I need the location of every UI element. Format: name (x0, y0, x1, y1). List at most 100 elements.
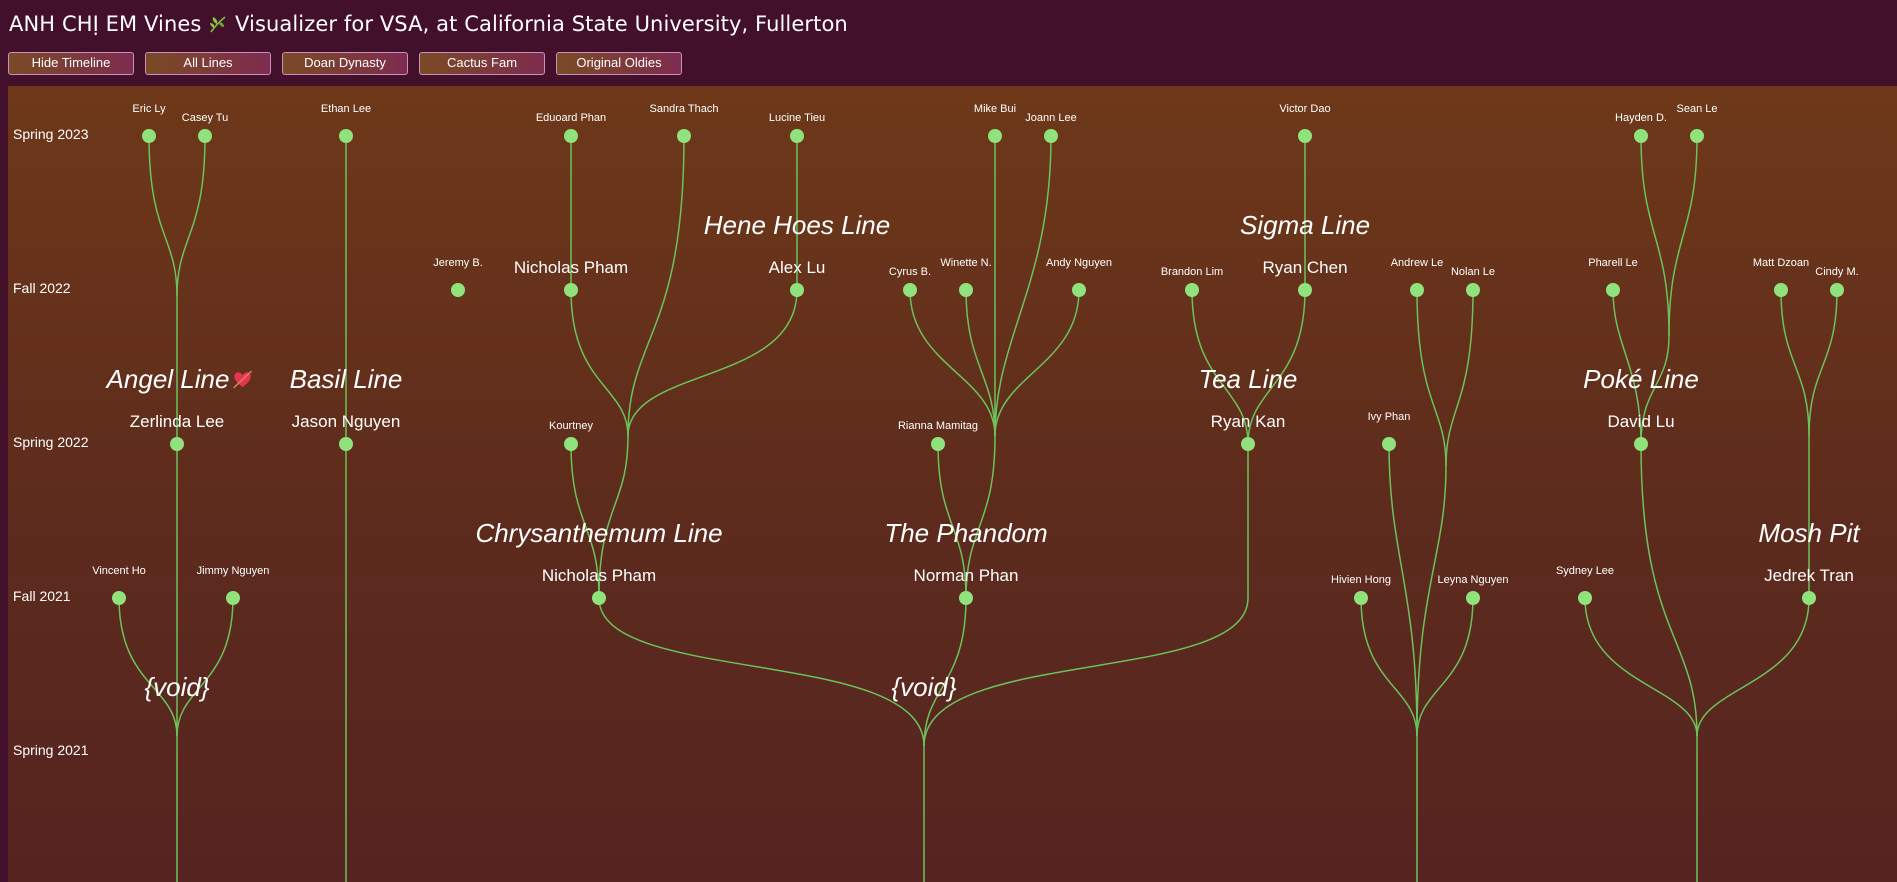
link (598, 435, 629, 599)
line-label-angel: Angel Line (107, 364, 254, 395)
node (931, 437, 945, 451)
link (1360, 597, 1418, 737)
node (790, 283, 804, 297)
app-title-text: ANH CHỊ EM Vines (9, 12, 202, 36)
line-label-basil: Basil Line (289, 364, 403, 394)
link (965, 435, 996, 599)
node (1606, 283, 1620, 297)
member-name[interactable]: Vincent Ho (92, 565, 146, 577)
link (1388, 443, 1418, 737)
member-name[interactable]: Pharell Le (1588, 257, 1638, 269)
node (592, 591, 606, 605)
timeline-label: Spring 2021 (13, 742, 89, 758)
member-name[interactable]: Joann Lee (1025, 112, 1077, 124)
member-name[interactable]: Victor Dao (1279, 103, 1331, 115)
link (570, 289, 629, 437)
member-name[interactable]: Jimmy Nguyen (196, 565, 270, 577)
member-name[interactable]: Eric Ly (132, 103, 166, 115)
member-name[interactable]: Ryan Chen (1262, 258, 1348, 277)
node (790, 129, 804, 143)
tree-links (112, 129, 1844, 882)
member-name[interactable]: Jedrek Tran (1764, 566, 1854, 585)
member-name[interactable]: Rianna Mamitag (897, 420, 979, 432)
member-name[interactable]: Mike Bui (973, 103, 1017, 115)
member-name[interactable]: David Lu (1607, 412, 1675, 431)
member-name[interactable]: Zerlinda Lee (129, 412, 225, 431)
node (1634, 129, 1648, 143)
member-name[interactable]: Leyna Nguyen (1437, 574, 1509, 586)
node (1774, 283, 1788, 297)
member-name[interactable]: Sydney Lee (1555, 565, 1615, 577)
node (1354, 591, 1368, 605)
line-label-chrysanthemum: Chrysanthemum Line (475, 518, 723, 548)
link (1416, 289, 1447, 467)
member-name[interactable]: Hivien Hong (1331, 574, 1391, 586)
member-name[interactable]: Hayden D. (1615, 112, 1667, 124)
member-name[interactable]: Lucine Tieu (768, 112, 826, 124)
node (959, 591, 973, 605)
member-name[interactable]: Kourtney (548, 420, 594, 432)
link (965, 289, 996, 437)
line-label-text: Angel Line (106, 364, 230, 394)
member-name[interactable]: Sandra Thach (649, 103, 719, 115)
member-name[interactable]: Matt Dzoan (1752, 257, 1810, 269)
doan-dynasty-button[interactable]: Doan Dynasty (282, 52, 408, 75)
member-name[interactable]: Andrew Le (1390, 257, 1444, 269)
member-name[interactable]: Cindy M. (1815, 266, 1859, 278)
node (1298, 283, 1312, 297)
link (1416, 597, 1474, 737)
link (1668, 135, 1698, 337)
node (112, 591, 126, 605)
app-title: ANH CHỊ EM Vines Visualizer for VSA, at … (9, 12, 848, 36)
member-name[interactable]: Ivy Phan (1367, 411, 1411, 423)
member-name[interactable]: Eduoard Phan (535, 112, 607, 124)
member-name[interactable]: Norman Phan (913, 566, 1019, 585)
member-name[interactable]: Ethan Lee (320, 103, 372, 115)
node (1298, 129, 1312, 143)
node (1072, 283, 1086, 297)
member-name[interactable]: Cyrus B. (888, 266, 932, 278)
member-name[interactable]: Jeremy B. (433, 257, 483, 269)
timeline-label: Fall 2021 (13, 588, 71, 604)
member-name[interactable]: Casey Tu (181, 112, 229, 124)
cactus-fam-button[interactable]: Cactus Fam (419, 52, 545, 75)
node (1634, 437, 1648, 451)
member-name[interactable]: Sean Le (1676, 103, 1718, 115)
member-name[interactable]: Andy Nguyen (1045, 257, 1113, 269)
hide-timeline-button[interactable]: Hide Timeline (8, 52, 134, 75)
member-name[interactable]: Winette N. (940, 257, 992, 269)
link (1640, 335, 1670, 445)
member-name[interactable]: Alex Lu (768, 258, 826, 277)
member-name[interactable]: Nicholas Pham (513, 258, 629, 277)
member-name[interactable]: Brandon Lim (1160, 266, 1224, 278)
line-label-mosh-pit: Mosh Pit (1758, 518, 1860, 548)
node (339, 437, 353, 451)
line-label-void: {void} (891, 672, 957, 702)
node (1830, 283, 1844, 297)
header-bar: ANH CHỊ EM Vines Visualizer for VSA, at … (0, 0, 1897, 86)
node (1044, 129, 1058, 143)
all-lines-button[interactable]: All Lines (145, 52, 271, 75)
member-name[interactable]: Nolan Le (1450, 266, 1496, 278)
member-name[interactable]: Nicholas Pham (541, 566, 657, 585)
link (923, 597, 1249, 747)
member-name[interactable]: Jason Nguyen (291, 412, 401, 431)
leaf-icon (208, 14, 228, 34)
timeline-label: Spring 2023 (13, 126, 89, 142)
node (1466, 591, 1480, 605)
link (1416, 465, 1447, 737)
family-tree-canvas[interactable]: Spring 2023 Fall 2022 Spring 2022 Fall 2… (8, 86, 1897, 882)
timeline-label: Spring 2022 (13, 434, 89, 450)
line-label-poke: Poké Line (1583, 364, 1699, 394)
node (1410, 283, 1424, 297)
node (1185, 283, 1199, 297)
link (1191, 289, 1249, 445)
line-label-hene-hoes: Hene Hoes Line (703, 210, 891, 240)
link (1612, 289, 1642, 445)
member-name[interactable]: Ryan Kan (1210, 412, 1286, 431)
node (142, 129, 156, 143)
node (1382, 437, 1396, 451)
timeline-label: Fall 2022 (13, 280, 71, 296)
original-oldies-button[interactable]: Original Oldies (556, 52, 682, 75)
line-label-phandom: The Phandom (884, 518, 1048, 548)
